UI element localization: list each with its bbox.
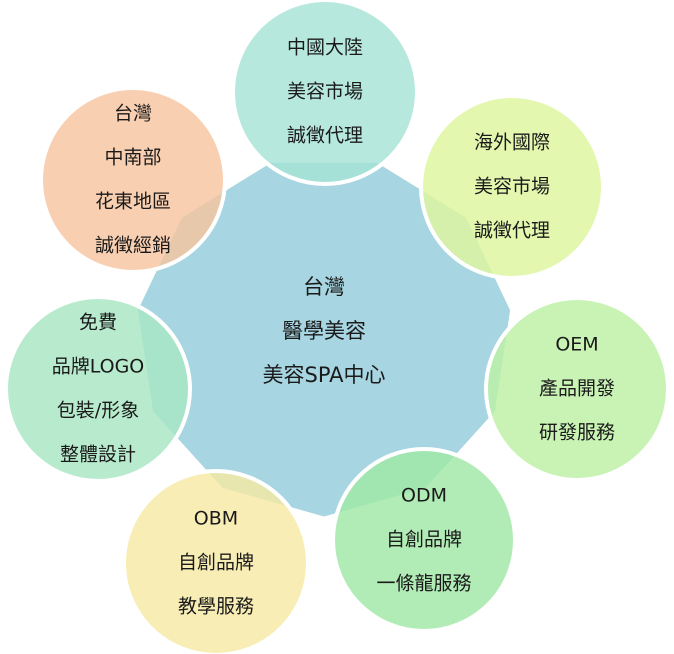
- satellite-circle-taiwan: [39, 86, 227, 274]
- satellite-label-obm: OBM: [194, 508, 238, 530]
- center-hub-shape: [137, 162, 511, 517]
- satellite-label-oem: 產品開發: [539, 378, 615, 400]
- satellite-circle-oem: [484, 296, 670, 482]
- satellite-label-obm: 教學服務: [178, 596, 254, 618]
- satellite-label-overseas: 美容市場: [474, 176, 550, 198]
- satellite-label-odm: 自創品牌: [386, 529, 462, 551]
- satellite-label-taiwan: 花東地區: [95, 191, 171, 213]
- satellite-label-taiwan: 台灣: [114, 103, 152, 125]
- center-label-line: 台灣: [303, 275, 345, 299]
- center-label-line: 醫學美容: [282, 319, 366, 343]
- satellite-label-overseas: 海外國際: [474, 132, 550, 154]
- satellite-label-china: 美容市場: [287, 81, 363, 103]
- satellite-label-overseas: 誠徵代理: [474, 220, 550, 242]
- satellite-label-obm: 自創品牌: [178, 552, 254, 574]
- satellite-label-oem: 研發服務: [539, 422, 615, 444]
- satellite-label-china: 中國大陸: [287, 37, 363, 59]
- satellite-label-odm: 一條龍服務: [376, 573, 471, 595]
- satellite-circle-china: [231, 0, 419, 186]
- satellite-label-branding: 包裝/形象: [57, 400, 139, 422]
- satellite-label-odm: ODM: [401, 485, 447, 507]
- satellite-label-branding: 整體設計: [60, 444, 136, 466]
- satellite-circle-obm: [122, 469, 310, 654]
- satellite-label-china: 誠徵代理: [287, 125, 363, 147]
- satellite-circle-overseas: [419, 94, 605, 280]
- satellite-label-branding: 品牌LOGO: [52, 356, 145, 378]
- satellite-label-branding: 免費: [79, 312, 117, 334]
- center-label-line: 美容SPA中心: [262, 363, 385, 387]
- satellite-label-taiwan: 誠徵經銷: [95, 235, 171, 257]
- satellite-label-oem: OEM: [555, 334, 598, 356]
- satellite-circle-branding: [4, 295, 192, 483]
- satellite-label-taiwan: 中南部: [104, 147, 161, 169]
- satellite-circle-odm: [331, 447, 517, 633]
